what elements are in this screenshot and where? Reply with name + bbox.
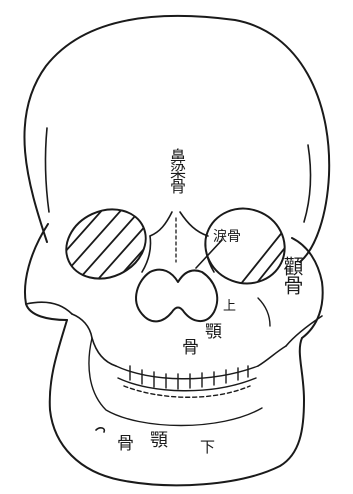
label-lacrimal-bone: 淚骨 [213, 230, 241, 244]
label-maxilla-char2: 顎 [205, 324, 222, 341]
label-nasal-bone: 鼻梁骨 [168, 148, 184, 193]
label-mandible-char2: 顎 [150, 432, 168, 450]
label-mandible-char1: 下 [200, 440, 215, 455]
mandible-inner-line [89, 338, 262, 426]
cranium-crease-left [46, 128, 49, 212]
mandible-outline [50, 320, 304, 485]
left-orbit [28, 182, 180, 320]
label-maxilla-upper: 上 [223, 300, 236, 313]
cranium-crease-right [304, 145, 311, 222]
cheek-upper-line [258, 298, 270, 326]
chin-mark [96, 428, 104, 432]
maxilla-left-contour [72, 314, 116, 366]
label-mandible-char3: 骨 [117, 436, 134, 453]
right-orbit [195, 198, 336, 312]
nasal-bridge-lines [150, 212, 208, 236]
label-zygomatic-bone: 顴骨 [282, 256, 302, 294]
label-maxilla-char3: 骨 [182, 340, 199, 357]
maxilla-right-contour [258, 346, 286, 366]
teeth [116, 366, 258, 397]
cranium-outline [24, 16, 329, 262]
right-cheek-line [286, 316, 322, 346]
nasal-cavity [136, 270, 217, 322]
